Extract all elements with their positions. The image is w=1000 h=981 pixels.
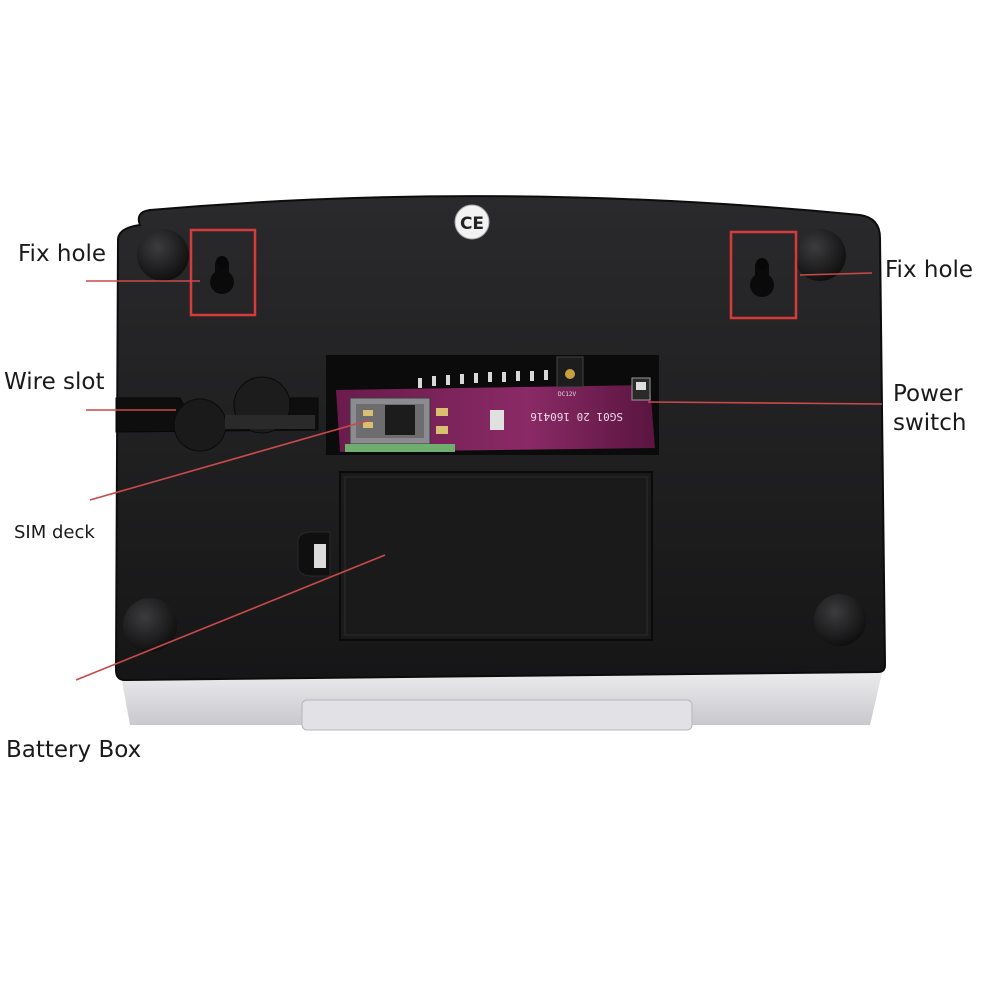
sim-deck-label: SIM deck (14, 522, 95, 543)
power-switch-label: Power switch (893, 380, 966, 438)
ce-mark-text: CE (460, 214, 484, 234)
foot-top-right (794, 229, 846, 281)
foot-top-left (137, 229, 189, 281)
sim-deck (349, 397, 448, 445)
fix-hole-left (210, 256, 234, 294)
front-button-strip (301, 699, 693, 731)
ce-mark-badge (454, 204, 490, 240)
foot-bottom-left (123, 598, 177, 652)
callout-fix-right (799, 272, 873, 276)
power-switch-label-line2: switch (893, 409, 967, 436)
power-switch-label-line1: Power (893, 381, 963, 407)
callout-power-switch (647, 401, 883, 405)
battery-box-label: Battery Box (6, 737, 142, 763)
pin-header (418, 370, 548, 388)
callout-battery-box (75, 554, 386, 681)
fix-hole-right (750, 258, 774, 297)
wire-slot-label: Wire slot (4, 369, 105, 395)
fix-hole-right-label: Fix hole (885, 257, 974, 283)
foot-bottom-right (814, 594, 866, 646)
pcb-print: SG01 20 160416 (530, 410, 623, 423)
callout-sim-deck (89, 419, 371, 501)
battery-box (339, 471, 653, 641)
fix-hole-left-label: Fix hole (18, 241, 107, 267)
pcb-power-label: DC12V (558, 391, 576, 398)
fix-hole-left-highlight (189, 228, 257, 317)
fix-hole-right-highlight (729, 230, 798, 320)
